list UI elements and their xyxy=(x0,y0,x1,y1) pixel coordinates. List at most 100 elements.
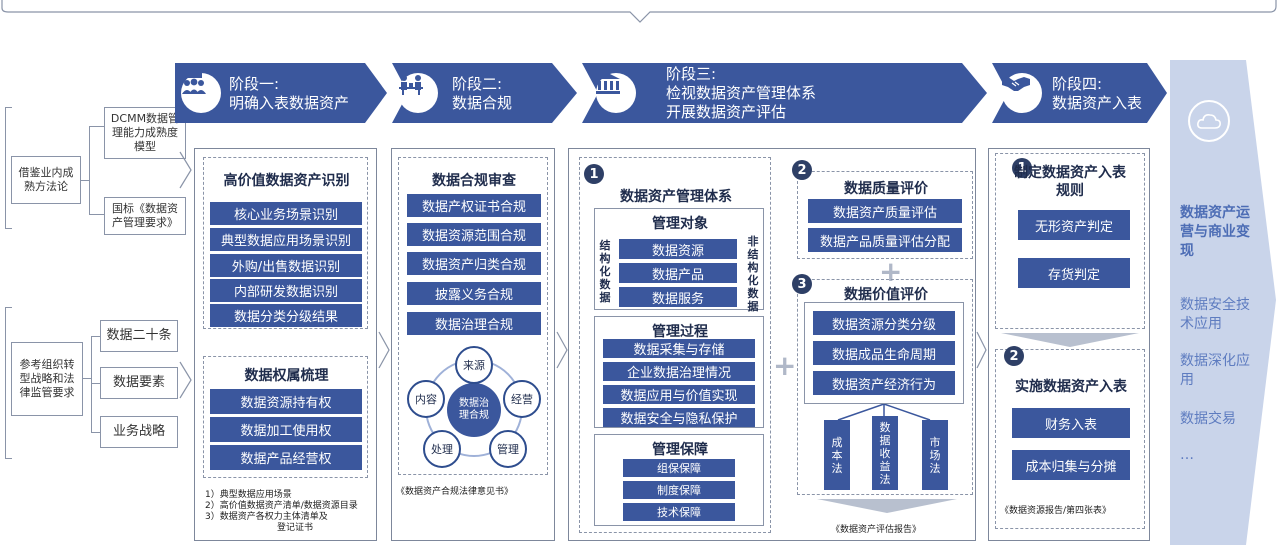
stage-4-note: 《数据资源报告/第四张表》 xyxy=(1000,506,1112,516)
quality-item: 数据资产质量评估 xyxy=(808,199,962,223)
management-object-title: 管理对象 xyxy=(652,216,708,232)
ownership-item: 数据加工使用权 xyxy=(210,417,362,442)
chevron-right-icon xyxy=(179,361,192,399)
entry-implementation-section: 2 实施数据资产入表 财务入表 成本归集与分摊 《数据资源报告/第四张表》 xyxy=(995,346,1145,529)
management-process-box: 管理过程 数据采集与存储 企业数据治理情况 数据应用与价值实现 数据安全与隐私保… xyxy=(594,316,764,428)
management-object-box: 管理对象 结构化数据 非结构化数据 数据资源 数据产品 数据服务 xyxy=(594,208,764,313)
outcome-item: 数据深化应用 xyxy=(1180,353,1250,388)
compliance-section: 数据合规审查 数据产权证书合规 数据资源范围合规 数据资产归类合规 披露义务合规… xyxy=(398,157,548,475)
chevron-right-icon xyxy=(976,331,987,369)
step-number: 2 xyxy=(792,160,812,180)
stage-4-arrow: 阶段四:数据资产入表 xyxy=(992,63,1170,123)
stage-3-panel: 1 数据资产管理体系 管理对象 结构化数据 非结构化数据 数据资源 数据产品 数… xyxy=(568,148,976,541)
methodology-box: 借鉴业内成熟方法论 xyxy=(11,156,81,204)
entry-rules-title: 制定数据资产入表规则 xyxy=(1014,165,1126,199)
stage-2-title-line1: 阶段二: xyxy=(452,75,503,93)
object-item: 数据服务 xyxy=(619,287,737,307)
entry-implementation-title: 实施数据资产入表 xyxy=(1015,379,1127,395)
governance-center: 数据治理合规 xyxy=(447,383,501,437)
method-item: 市场法 xyxy=(922,420,948,490)
management-system-title: 数据资产管理体系 xyxy=(620,189,732,205)
guarantee-item: 组保保障 xyxy=(623,459,735,477)
process-item: 企业数据治理情况 xyxy=(603,362,755,381)
value-item: 数据资源分类分级 xyxy=(813,311,955,335)
people-group-icon xyxy=(181,73,221,113)
standard-box: 国标《数据资产管理要求》 xyxy=(104,197,186,235)
process-item: 数据应用与价值实现 xyxy=(603,385,755,404)
stage-1-panel: 高价值数据资产识别 核心业务场景识别 典型数据应用场景识别 外购/出售数据识别 … xyxy=(194,148,377,541)
unstructured-data-label: 非结构化数据 xyxy=(747,235,759,313)
cycle-node-operation: 经营 xyxy=(503,380,541,418)
value-evaluation-title: 数据价值评价 xyxy=(844,287,928,303)
step-number: 3 xyxy=(792,274,812,294)
stage-1-title-line1: 阶段一: xyxy=(229,75,280,93)
management-guarantee-title: 管理保障 xyxy=(652,442,708,458)
dcmm-box: DCMM数据管理能力成熟度模型 xyxy=(104,107,186,159)
stage-1-arrow: 阶段一:明确入表数据资产 xyxy=(175,63,390,123)
cycle-node-processing: 处理 xyxy=(423,430,461,468)
compliance-item: 数据资源范围合规 xyxy=(407,223,541,246)
outcome-item: 数据交易 xyxy=(1180,411,1236,427)
top-bracket xyxy=(1,0,1277,23)
down-chevron-icon xyxy=(817,499,957,513)
management-system-section: 1 数据资产管理体系 管理对象 结构化数据 非结构化数据 数据资源 数据产品 数… xyxy=(579,157,771,533)
object-item: 数据产品 xyxy=(619,263,737,283)
chevron-right-icon xyxy=(378,331,390,369)
stage-3-arrow: 阶段三:检视数据资产管理体系开展数据资产评估 xyxy=(582,63,990,123)
method-item: 成本法 xyxy=(824,420,850,490)
value-factor-box: 数据资源分类分级 数据成品生命周期 数据资产经济行为 xyxy=(804,302,964,404)
process-item: 数据采集与存储 xyxy=(603,339,755,358)
quality-evaluation-section: 2 数据质量评价 数据资产质量评估 数据产品质量评估分配 xyxy=(792,160,973,259)
outcome-main: 数据资产运营与商业变现 xyxy=(1180,205,1250,259)
bank-icon xyxy=(596,73,636,113)
plus-icon: + xyxy=(773,349,797,382)
step-number: 1 xyxy=(1012,158,1032,178)
rule-item: 无形资产判定 xyxy=(1018,210,1130,240)
business-strategy-box: 业务战略 xyxy=(100,416,178,448)
identification-item: 核心业务场景识别 xyxy=(210,202,362,225)
ownership-section: 数据权属梳理 数据资源持有权 数据加工使用权 数据产品经营权 xyxy=(203,356,368,478)
cycle-node-source: 来源 xyxy=(455,346,493,384)
compliance-item: 数据治理合规 xyxy=(407,312,541,335)
ownership-item: 数据产品经营权 xyxy=(210,445,362,470)
compliance-item: 数据资产归类合规 xyxy=(407,252,541,275)
stage-3-title-line3: 开展数据资产评估 xyxy=(666,103,787,121)
down-chevron-icon xyxy=(1001,333,1139,347)
outcome-arrow: 数据资产运营与商业变现 数据安全技术应用 数据深化应用 数据交易 … xyxy=(1170,60,1280,545)
identification-item: 外购/出售数据识别 xyxy=(210,254,362,277)
object-item: 数据资源 xyxy=(619,239,737,259)
outcome-item: … xyxy=(1180,447,1194,463)
ownership-title: 数据权属梳理 xyxy=(244,368,329,384)
stage-1-title-line2: 明确入表数据资产 xyxy=(229,94,350,112)
stage-2-title-line2: 数据合规 xyxy=(452,94,513,112)
rule-item: 存货判定 xyxy=(1018,258,1130,288)
ownership-item: 数据资源持有权 xyxy=(210,389,362,414)
stage-3-title-line1: 阶段三: xyxy=(666,65,717,83)
stage-3-title-line2: 检视数据资产管理体系 xyxy=(666,84,817,102)
cycle-node-content: 内容 xyxy=(407,380,445,418)
identification-item: 内部研发数据识别 xyxy=(210,279,362,302)
compliance-item: 数据产权证书合规 xyxy=(407,194,541,217)
entry-rules-section: 1 制定数据资产入表规则 无形资产判定 存货判定 xyxy=(995,153,1145,329)
cloud-cycle-icon xyxy=(1188,100,1230,142)
value-item: 数据资产经济行为 xyxy=(813,371,955,395)
management-guarantee-box: 管理保障 组保保障 制度保障 技术保障 xyxy=(594,434,764,526)
chevron-right-icon xyxy=(556,331,568,369)
stage-4-title-line2: 数据资产入表 xyxy=(1052,94,1143,112)
method-item: 数据收益法 xyxy=(872,416,898,490)
outcome-item: 数据安全技术应用 xyxy=(1180,297,1250,332)
quality-evaluation-title: 数据质量评价 xyxy=(844,181,928,197)
value-evaluation-section: 3 数据价值评价 数据资源分类分级 数据成品生命周期 数据资产经济行为 成本法 … xyxy=(792,274,973,495)
strategy-box: 参考组织转型战略和法律监管要求 xyxy=(11,342,83,416)
identification-item: 数据分类分级结果 xyxy=(210,304,362,327)
implementation-item: 成本归集与分摊 xyxy=(1012,450,1130,480)
stage-2-note: 《数据资产合规法律意见书》 xyxy=(396,487,514,497)
guarantee-item: 制度保障 xyxy=(623,481,735,499)
guarantee-item: 技术保障 xyxy=(623,503,735,521)
data-20-box: 数据二十条 xyxy=(100,320,178,352)
stage-3-note: 《数据资产评估报告》 xyxy=(831,525,922,535)
asset-identification-section: 高价值数据资产识别 核心业务场景识别 典型数据应用场景识别 外购/出售数据识别 … xyxy=(203,157,368,329)
meeting-icon xyxy=(398,73,438,113)
stage-4-title-line1: 阶段四: xyxy=(1052,75,1103,93)
chevron-right-icon xyxy=(179,151,192,189)
